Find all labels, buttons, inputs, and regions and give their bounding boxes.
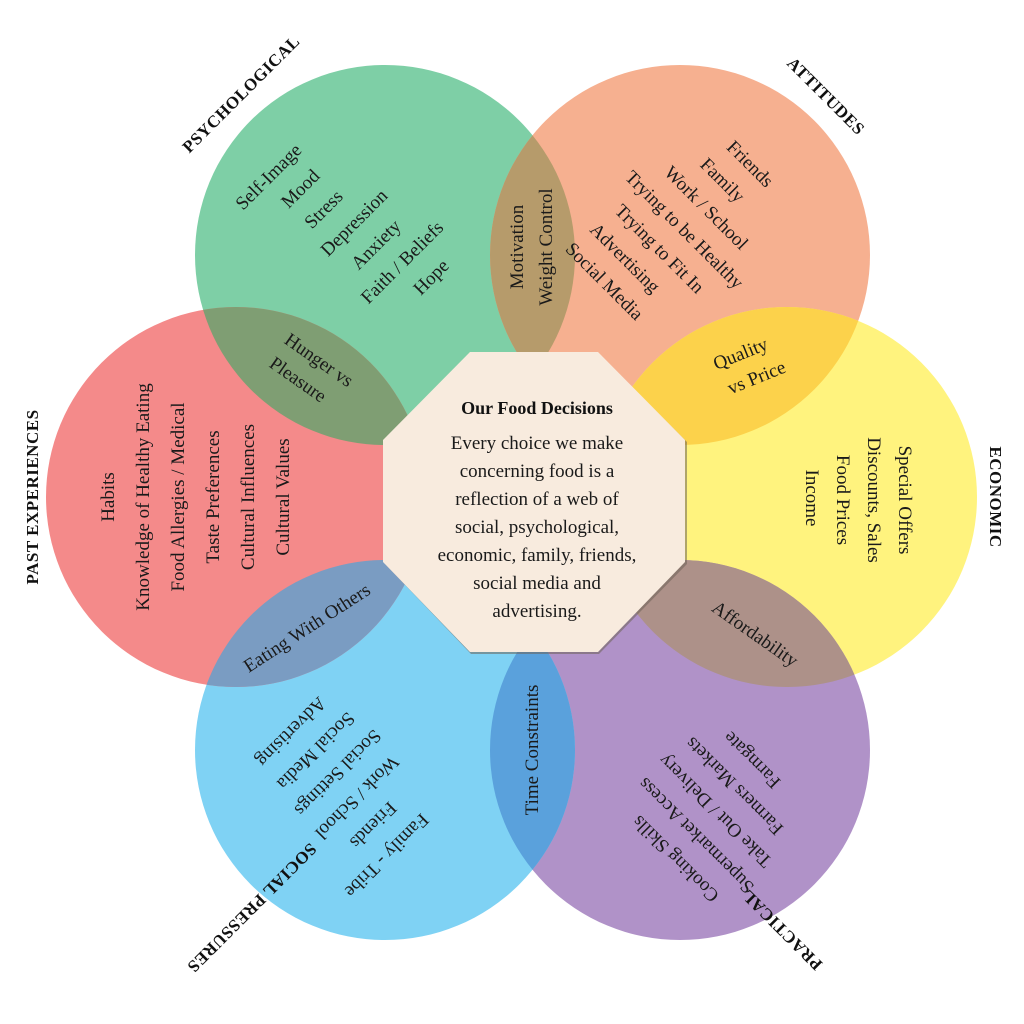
overlap-label-psychological-attitudes: Motivation Weight Control: [507, 188, 557, 305]
center-body-line: social, psychological,: [455, 517, 619, 538]
list-item: Taste Preferences: [203, 430, 224, 563]
list-item: Special Offers: [894, 446, 915, 555]
overlap-line: Time Constraints: [522, 685, 543, 816]
center-body-line: Every choice we make: [451, 433, 624, 454]
center-body-line: social media and: [473, 573, 601, 594]
center-body-line: concerning food is a: [460, 461, 615, 482]
center-title: Our Food Decisions: [461, 398, 613, 418]
overlap-line: Weight Control: [536, 188, 557, 305]
overlap-past-psychological: [195, 307, 426, 445]
overlap-economic-practical: [597, 560, 870, 687]
overlap-label-practical-social: Time Constraints: [522, 685, 543, 816]
category-label-economic: ECONOMIC: [986, 446, 1005, 547]
center-octagon: [383, 352, 685, 652]
list-item: Cultural Values: [273, 438, 294, 555]
list-item: Discounts, Sales: [863, 437, 884, 563]
past-experiences-items: Habits Knowledge of Healthy Eating Food …: [98, 383, 294, 611]
list-item: Habits: [98, 472, 119, 522]
list-item: Food Allergies / Medical: [168, 402, 189, 591]
category-label-past-experiences: PAST EXPERIENCES: [23, 409, 42, 584]
overlap-social-past: [195, 560, 426, 687]
center-body-line: economic, family, friends,: [438, 545, 637, 566]
list-item: Knowledge of Healthy Eating: [133, 383, 154, 611]
overlap-attitudes-economic: [597, 307, 870, 445]
list-item: Income: [801, 470, 822, 527]
economic-items: Income Food Prices Discounts, Sales Spec…: [801, 437, 915, 563]
overlap-line: Motivation: [507, 204, 528, 289]
list-item: Cultural Influences: [238, 424, 259, 570]
center-body-line: advertising.: [492, 601, 581, 622]
center-body: Every choice we make concerning food is …: [438, 433, 637, 622]
list-item: Food Prices: [832, 455, 853, 545]
center-body-line: reflection of a web of: [455, 489, 619, 510]
